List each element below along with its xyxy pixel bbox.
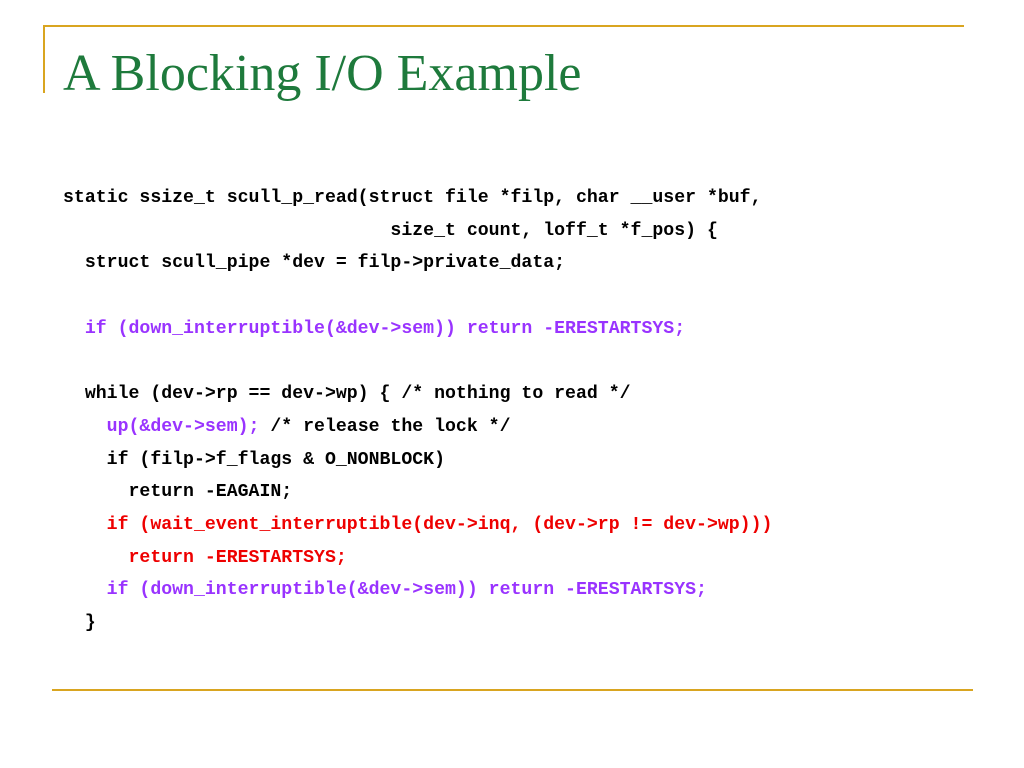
left-rule [43,25,45,93]
code-line: if (down_interruptible(&dev->sem)) retur… [63,574,772,607]
code-line [63,280,772,313]
code-line: struct scull_pipe *dev = filp->private_d… [63,247,772,280]
code-line: if (wait_event_interruptible(dev->inq, (… [63,509,773,542]
top-rule [43,25,964,27]
code-line: if (down_interruptible(&dev->sem)) retur… [63,313,772,346]
code-segment: /* release the lock */ [259,416,511,437]
code-line: } [63,607,772,640]
code-line: return -EAGAIN; [63,476,772,509]
code-line: while (dev->rp == dev->wp) { /* nothing … [63,378,772,411]
code-segment: if (down_interruptible(&dev->sem)) retur… [63,318,686,339]
code-line: static ssize_t scull_p_read(struct file … [63,182,772,215]
code-line: size_t count, loff_t *f_pos) { [63,215,772,248]
code-segment: while (dev->rp == dev->wp) { /* nothing … [63,384,631,405]
code-segment: up(&dev->sem); [63,416,260,437]
code-segment: static ssize_t scull_p_read(struct file … [63,188,762,208]
code-segment: if (down_interruptible(&dev->sem)) retur… [63,580,707,601]
bottom-rule [52,689,973,691]
code-line: return -ERESTARTSYS; [63,542,772,575]
code-segment: return -EAGAIN; [63,482,293,503]
code-segment: if (wait_event_interruptible(dev->inq, (… [63,514,773,535]
code-line: up(&dev->sem); /* release the lock */ [63,411,772,444]
code-line [63,345,772,378]
code-segment: size_t count, loff_t *f_pos) { [63,220,718,241]
code-line: if (filp->f_flags & O_NONBLOCK) [63,444,772,477]
code-segment: if (filp->f_flags & O_NONBLOCK) [63,449,445,470]
code-segment: struct scull_pipe *dev = filp->private_d… [63,253,566,274]
slide-title: A Blocking I/O Example [63,45,582,102]
code-block: static ssize_t scull_p_read(struct file … [63,182,772,640]
code-segment: } [63,612,96,633]
code-segment: return -ERESTARTSYS; [63,547,347,568]
